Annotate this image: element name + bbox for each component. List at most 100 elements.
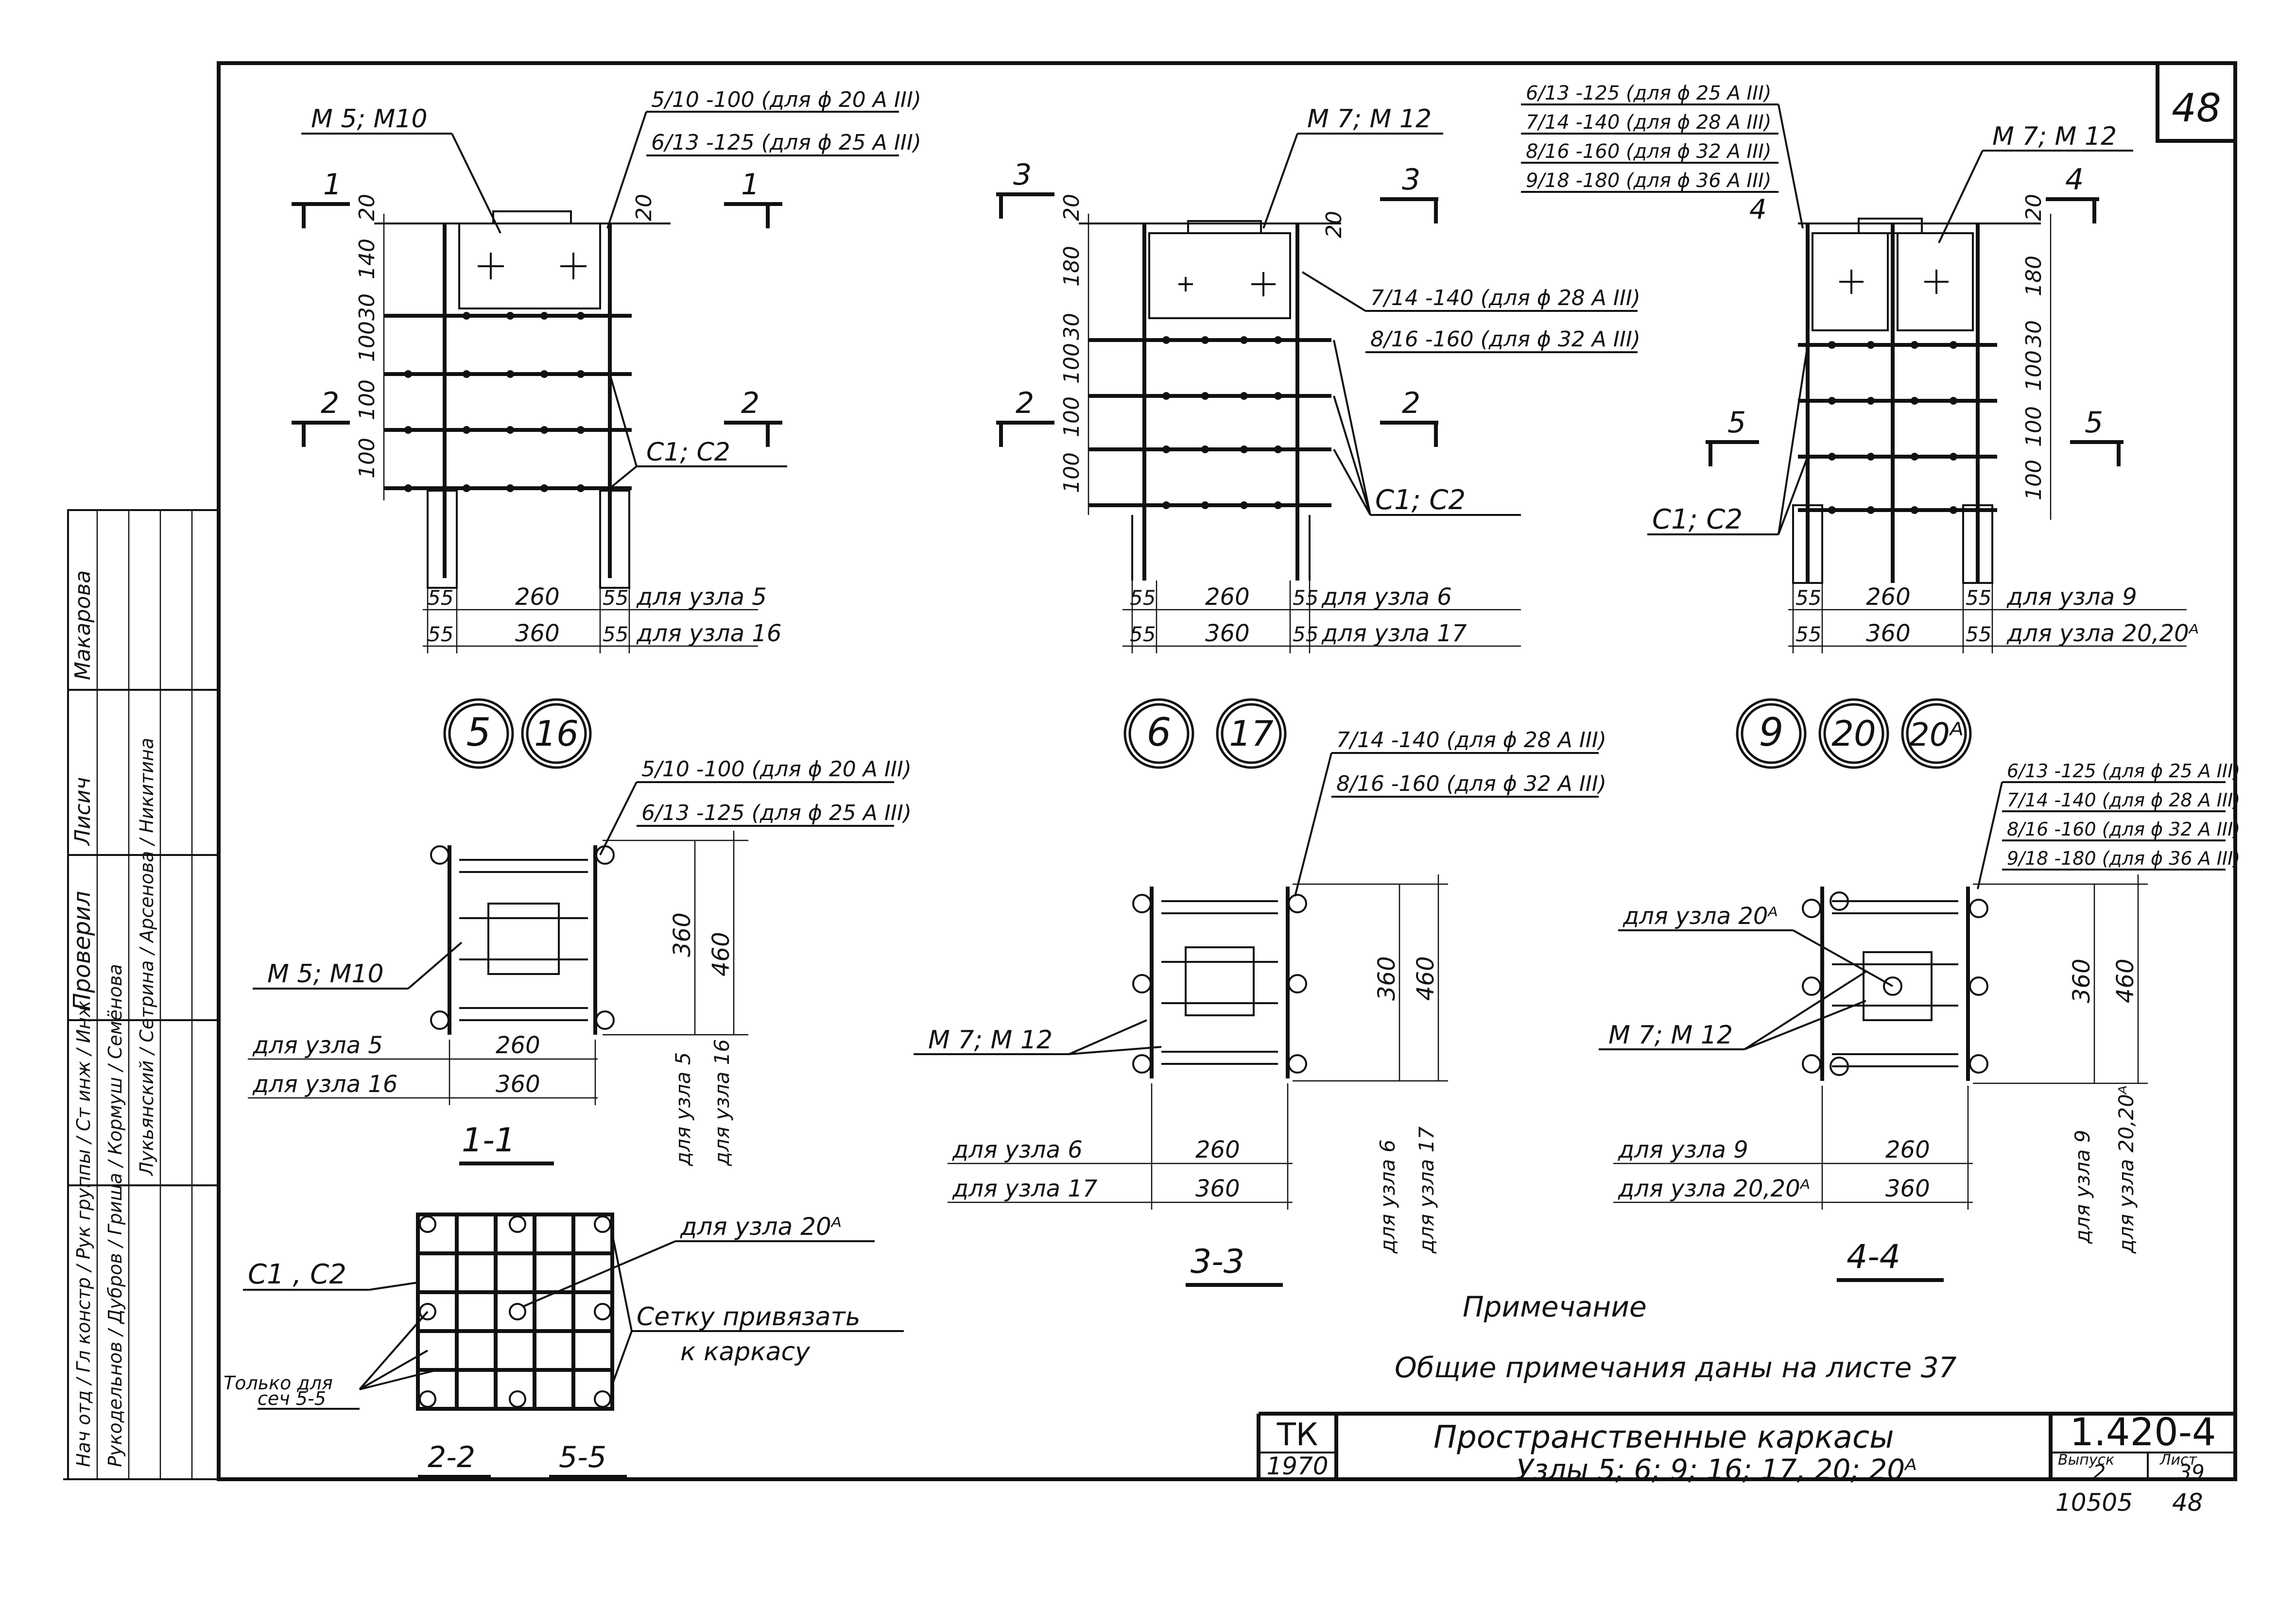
doc-code: 1.420-4 bbox=[2070, 1411, 2216, 1454]
note-text: Общие примечания даны на листе 37 bbox=[1395, 1351, 1957, 1384]
dim-460: 460 bbox=[2112, 958, 2139, 1003]
label-for-node-20: для узла 20,20ᴬ bbox=[1618, 1175, 1810, 1202]
label-plate-7-140: 7/14 -140 (для ϕ 28 А III) bbox=[1526, 111, 1771, 134]
elevation-node-9-20: 20 180 30 100 100 100 55 260 55 55 360 5… bbox=[1521, 82, 2199, 653]
node-marker-5: 5 bbox=[466, 710, 491, 755]
label-for-node-17: для узла 17 bbox=[1415, 1127, 1438, 1254]
dim-260: 260 bbox=[496, 1032, 540, 1059]
dim-360: 360 bbox=[669, 912, 696, 957]
dim-55: 55 bbox=[603, 622, 628, 646]
section-3-3: 360 460 7/14 -140 (для ϕ 28 А III) 8/16 … bbox=[914, 728, 1606, 1287]
section-4-mark: 4 bbox=[1749, 194, 1767, 225]
section-2-mark: 2 bbox=[741, 386, 760, 420]
stamp-col4: Проверил bbox=[69, 891, 96, 1010]
label-for-node-6: для узла 6 bbox=[1376, 1140, 1399, 1254]
section-2-2-mesh: для узла 20ᴬ Сетку привязать к каркасу С… bbox=[224, 1213, 904, 1479]
dim-100: 100 bbox=[2021, 406, 2046, 447]
section-3-3-title: 3-3 bbox=[1191, 1243, 1244, 1281]
section-1-1-title: 1-1 bbox=[462, 1121, 516, 1160]
section-3-mark: 3 bbox=[1013, 158, 1032, 192]
label-m7-m12: М 7; М 12 bbox=[1992, 122, 2117, 151]
dim-260: 260 bbox=[1866, 583, 1911, 611]
label-for-node-17: для узла 17 bbox=[952, 1175, 1098, 1202]
section-3-mark: 3 bbox=[1402, 163, 1420, 197]
node-marker-16: 16 bbox=[534, 713, 579, 754]
section-2-2-title: 2-2 bbox=[428, 1440, 475, 1474]
label-plate-7-140: 7/14 -140 (для ϕ 28 А III) bbox=[2007, 789, 2240, 811]
label-m7-m12: М 7; М 12 bbox=[1307, 104, 1432, 134]
dim-100: 100 bbox=[1059, 452, 1084, 493]
section-4-4: 360 460 6/13 -125 (для ϕ 25 А III) 7/14 … bbox=[1599, 760, 2240, 1282]
dim-360: 360 bbox=[2068, 958, 2095, 1003]
label-plate-8-160: 8/16 -160 (для ϕ 32 А III) bbox=[1526, 140, 1771, 163]
dim-20: 20 bbox=[355, 194, 380, 221]
dim-55: 55 bbox=[1130, 586, 1156, 610]
label-c1-c2-mesh: С1 , С2 bbox=[248, 1259, 346, 1290]
label-m7-m12: М 7; М 12 bbox=[1608, 1021, 1733, 1050]
label-c1-c2: С1; С2 bbox=[1652, 504, 1743, 535]
dim-360: 360 bbox=[1866, 620, 1911, 647]
label-plate-6-125: 6/13 -125 (для ϕ 25 А III) bbox=[651, 130, 921, 155]
label-for-node-20a: для узла 20ᴬ bbox=[680, 1213, 842, 1241]
label-for-node-9: для узла 9 bbox=[2071, 1130, 2094, 1244]
label-for-node-6: для узла 6 bbox=[1321, 583, 1452, 611]
sheet-value: 39 bbox=[2178, 1460, 2204, 1484]
label-plate-6-125: 6/13 -125 (для ϕ 25 А III) bbox=[2007, 760, 2240, 782]
dim-20: 20 bbox=[2021, 194, 2046, 221]
dim-100: 100 bbox=[1059, 396, 1084, 437]
elevation-node-6-17: 20 180 30 100 100 100 20 55 260 55 55 36… bbox=[996, 104, 1640, 653]
label-m7-m12: М 7; М 12 bbox=[928, 1026, 1053, 1055]
label-plate-5-100: 5/10 -100 (для ϕ 20 А III) bbox=[651, 87, 921, 112]
stamp-col2: Рукодельнов / Дубров / Гриша / Кормуш / … bbox=[104, 964, 126, 1467]
label-for-node-5: для узла 5 bbox=[671, 1052, 695, 1166]
label-only-for: Только для bbox=[224, 1372, 333, 1394]
dim-460: 460 bbox=[708, 932, 735, 976]
dim-55: 55 bbox=[1795, 586, 1821, 610]
note-heading: Примечание bbox=[1463, 1290, 1647, 1323]
label-section-5-5: сеч 5-5 bbox=[258, 1388, 326, 1409]
section-2-mark: 2 bbox=[1402, 386, 1420, 420]
dim-55: 55 bbox=[1130, 622, 1156, 646]
node-marker-20a: 20ᴬ bbox=[1909, 716, 1964, 753]
label-plate-6-125: 6/13 -125 (для ϕ 25 А III) bbox=[641, 801, 912, 825]
label-plate-6-125: 6/13 -125 (для ϕ 25 А III) bbox=[1526, 82, 1771, 104]
dim-55: 55 bbox=[428, 586, 453, 610]
dim-100: 100 bbox=[355, 438, 380, 479]
section-1-mark: 1 bbox=[741, 168, 760, 202]
sheet-number-box bbox=[2156, 61, 2237, 143]
dim-100: 100 bbox=[355, 321, 380, 362]
dim-55: 55 bbox=[1966, 622, 1991, 646]
section-4-mark: 4 bbox=[2065, 163, 2084, 197]
label-c1-c2: С1; С2 bbox=[1375, 484, 1466, 516]
issue-label: Выпуск bbox=[2058, 1452, 2114, 1469]
node-marker-17: 17 bbox=[1229, 713, 1274, 754]
label-plate-5-100: 5/10 -100 (для ϕ 20 А III) bbox=[641, 757, 912, 782]
label-for-node-5: для узла 5 bbox=[636, 583, 767, 611]
dim-30: 30 bbox=[2021, 320, 2046, 347]
title-line-2: Узлы 5; 6; 9; 16; 17, 20; 20ᴬ bbox=[1516, 1453, 1917, 1486]
label-m5-m10: М 5; М10 bbox=[311, 104, 428, 134]
section-1-1: 360 460 5/10 -100 (для ϕ 20 А III) 6/13 … bbox=[248, 757, 912, 1166]
label-for-node-5: для узла 5 bbox=[252, 1032, 383, 1059]
stamp-col5: Лисич bbox=[70, 777, 95, 846]
section-4-4-title: 4-4 bbox=[1847, 1238, 1900, 1276]
dim-260: 260 bbox=[1205, 583, 1250, 611]
label-for-node-20a: для узла 20ᴬ bbox=[1623, 903, 1778, 930]
stamp-col1: Нач отд / Гл констр / Рук группы / Ст ин… bbox=[73, 1001, 94, 1467]
stamp-col6: Макарова bbox=[70, 570, 95, 680]
label-for-node-20: для узла 20,20ᴬ bbox=[2006, 620, 2199, 647]
label-plate-8-160: 8/16 -160 (для ϕ 32 А III) bbox=[1336, 771, 1606, 796]
dim-100: 100 bbox=[2021, 460, 2046, 500]
dim-460: 460 bbox=[1412, 956, 1439, 1001]
dim-360: 360 bbox=[496, 1071, 540, 1098]
label-plate-7-140: 7/14 -140 (для ϕ 28 А III) bbox=[1336, 728, 1606, 752]
label-m5-m10: М 5; М10 bbox=[267, 959, 384, 989]
dim-20: 20 bbox=[1322, 211, 1347, 238]
dim-30: 30 bbox=[355, 293, 380, 321]
title-org: ТК bbox=[1277, 1417, 1318, 1453]
footer-number: 10505 bbox=[2055, 1488, 2133, 1517]
label-for-node-20: для узла 20,20ᴬ bbox=[2114, 1085, 2138, 1254]
dim-360: 360 bbox=[1885, 1175, 1930, 1202]
dim-360: 360 bbox=[1205, 620, 1250, 647]
dim-180: 180 bbox=[1059, 246, 1084, 287]
